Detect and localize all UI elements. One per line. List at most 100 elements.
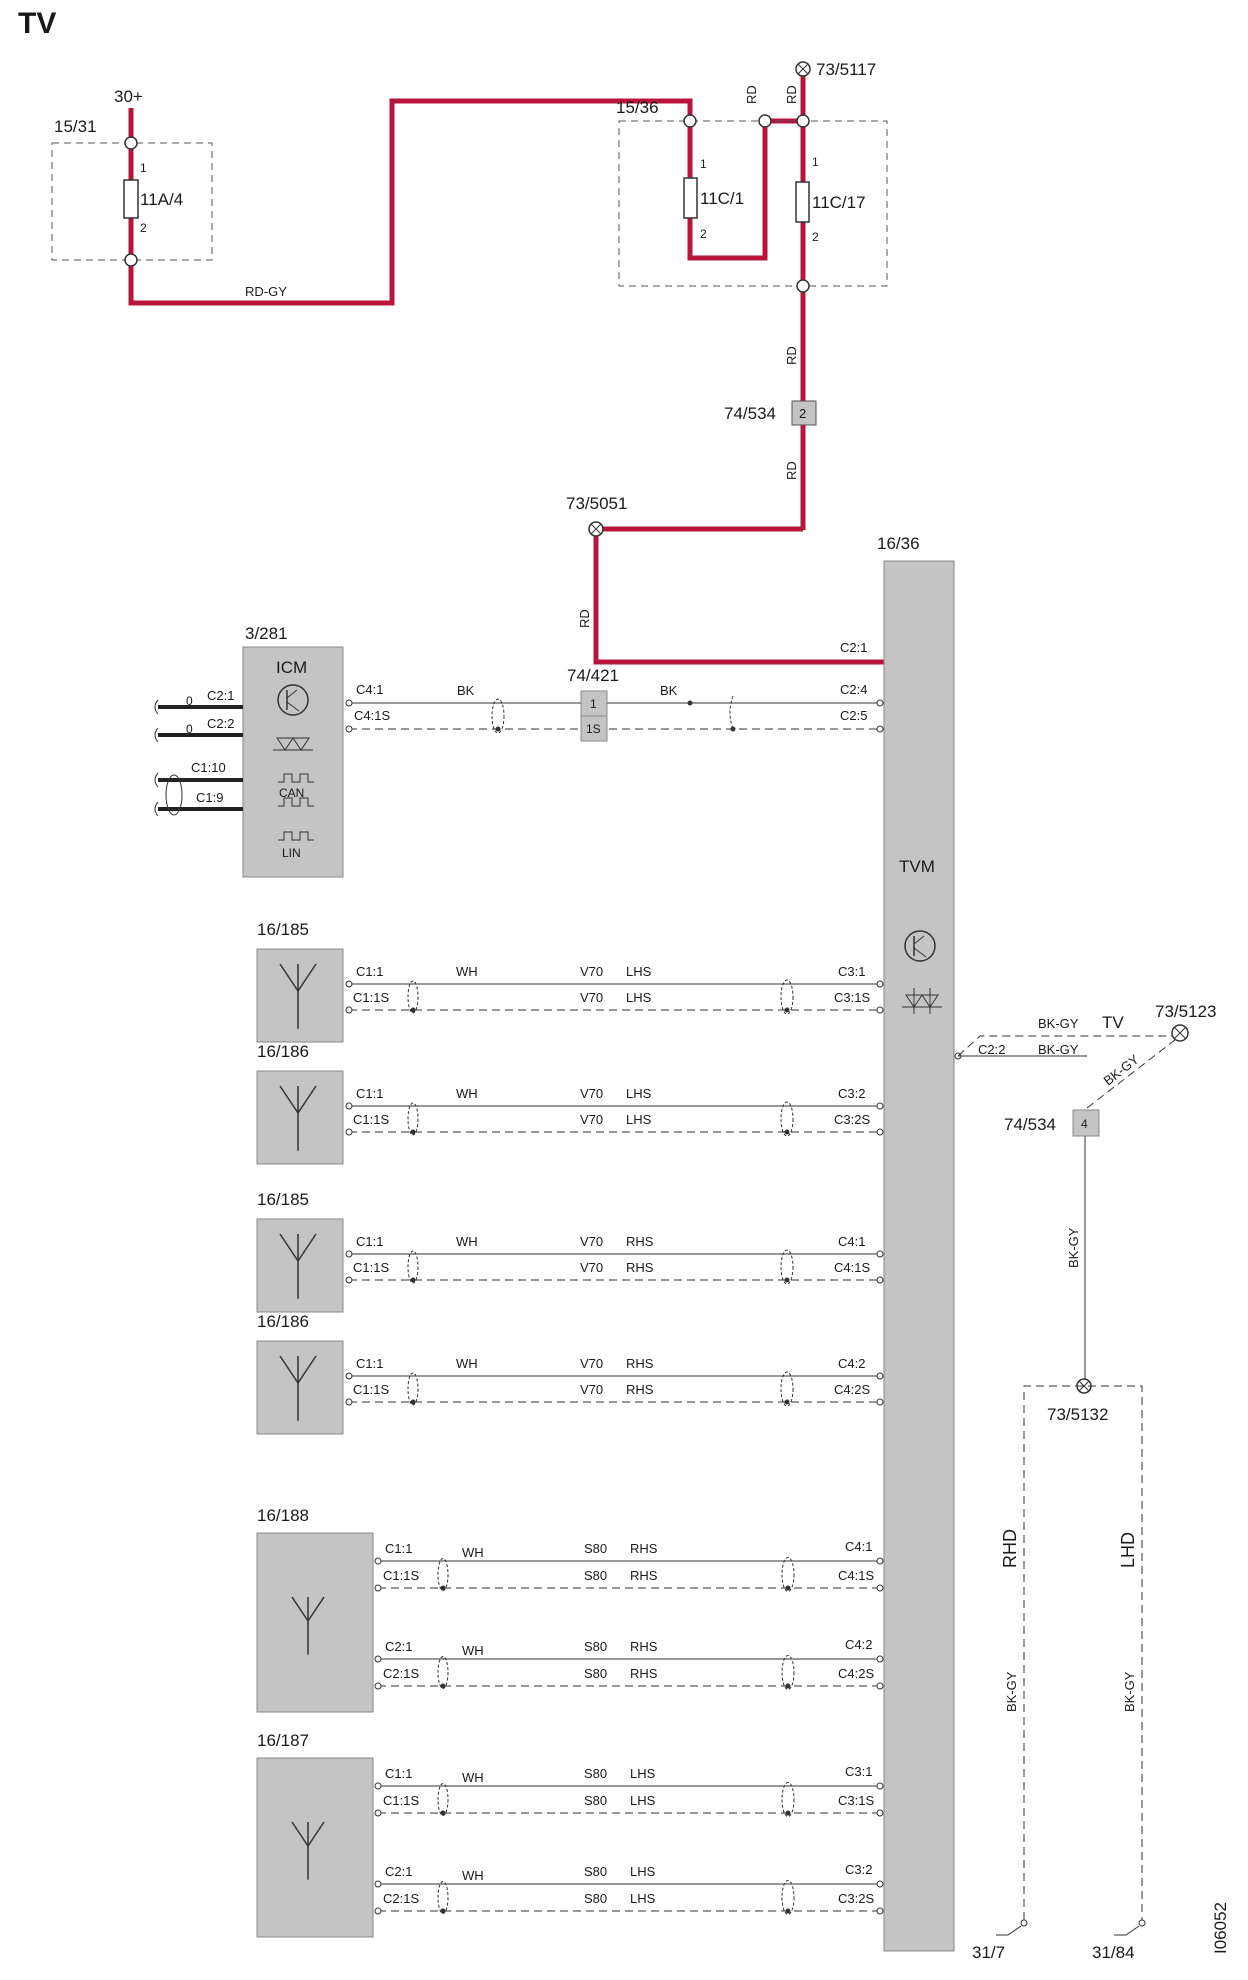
- connector-74-534-pin2-label: 2: [799, 406, 806, 421]
- terminal-dot: [876, 699, 884, 707]
- terminal-dot: [876, 1557, 884, 1565]
- tvm-pin-label: C3:2: [845, 1862, 872, 1877]
- transistor-icon: [904, 930, 936, 962]
- wire-break-icon: [154, 699, 159, 715]
- twisted-pair-icon: [165, 774, 183, 816]
- terminal-dot: [345, 699, 353, 707]
- shield-dot: [410, 1129, 416, 1135]
- ground-wire-label-3: BK-GY: [1101, 1051, 1142, 1088]
- ground-terminal-31-84: [1138, 1919, 1146, 1927]
- ground-branch-wires: [1023, 1385, 1143, 1920]
- tvm-body: [883, 560, 955, 1952]
- fuse-a-label: 11A/4: [140, 190, 183, 209]
- model-label: S80: [584, 1766, 607, 1781]
- shield-dot: [785, 1908, 791, 1914]
- fuse-box-b: [618, 120, 888, 287]
- model-label: S80: [584, 1891, 607, 1906]
- wire-break-icon: [154, 727, 159, 743]
- shield-icon: [780, 1371, 794, 1407]
- wire-color-label: WH: [462, 1770, 484, 1785]
- tvm-pin-label: C4:2: [845, 1637, 872, 1652]
- wire-color-label: WH: [456, 964, 478, 979]
- fuse-b-label: 11C/1: [700, 189, 744, 208]
- terminal-dot: [345, 1276, 353, 1284]
- antenna-icon: [307, 1596, 325, 1622]
- connector-74-421-label: 74/421: [567, 666, 619, 685]
- side-label: RHS: [630, 1568, 658, 1583]
- fuse-b-pin1: 1: [700, 157, 707, 171]
- model-label: V70: [580, 1112, 603, 1127]
- antenna-icon: [297, 1233, 317, 1262]
- shield-dot: [410, 1277, 416, 1283]
- tvm-module: 16/36 TVM C2:1 C2:4 C2:5 C2:2: [840, 534, 1005, 1952]
- antenna-icon: [279, 1355, 299, 1384]
- model-label: V70: [580, 1260, 603, 1275]
- fuse-b-terminal: [683, 114, 697, 128]
- antenna-pin-label: C2:1S: [383, 1891, 419, 1906]
- terminal-dot: [876, 980, 884, 988]
- fuse-c-symbol: [795, 181, 810, 223]
- antenna-pin-label: C1:1S: [353, 1382, 389, 1397]
- tvm-pin-label: C4:1S: [838, 1568, 874, 1583]
- splice-5051-label: 73/5051: [566, 494, 627, 513]
- terminal-dot: [345, 1128, 353, 1136]
- terminal-dot: [345, 1372, 353, 1380]
- tvm-pin-c2-1: C2:1: [840, 640, 867, 655]
- icm-pin-c1-9: C1:9: [196, 790, 223, 805]
- terminal-dot: [876, 1907, 884, 1915]
- wire-color-label: WH: [456, 1086, 478, 1101]
- shield-dot: [784, 1007, 790, 1013]
- shield-icon: [780, 1101, 794, 1137]
- wire-color-label: WH: [456, 1356, 478, 1371]
- shield-dot: [410, 1007, 416, 1013]
- icm-id-label: 3/281: [245, 624, 288, 643]
- terminal-dot: [876, 1880, 884, 1888]
- model-label: S80: [584, 1864, 607, 1879]
- rhd-label: RHD: [1000, 1529, 1020, 1568]
- connector-74-534-label: 74/534: [724, 404, 776, 423]
- icm-body: [242, 646, 344, 878]
- ground-tv-label: TV: [1102, 1013, 1124, 1032]
- fuse-a-terminal-bottom: [124, 253, 138, 267]
- tvm-pin-label: C4:2S: [834, 1382, 870, 1397]
- shield-dot: [730, 726, 736, 732]
- terminal-dot: [374, 1782, 382, 1790]
- wire-color-label: WH: [462, 1545, 484, 1560]
- terminal-dot: [374, 1880, 382, 1888]
- shield-icon: [491, 698, 505, 734]
- tvm-id-label: 16/36: [877, 534, 920, 553]
- wire-bk-label-1: BK: [457, 683, 475, 698]
- figure-id-label: I06052: [1211, 1902, 1230, 1954]
- fuse-c-pin2: 2: [812, 230, 819, 244]
- terminal-dot: [876, 1682, 884, 1690]
- wire-bk-label-2: BK: [660, 683, 678, 698]
- fuse-box-a-label: 15/31: [54, 117, 97, 136]
- side-label: RHS: [626, 1234, 654, 1249]
- power-source-label: 30+: [114, 87, 143, 106]
- antenna-icon: [297, 1355, 317, 1384]
- connector-74-534-pin4-label: 4: [1081, 1117, 1088, 1131]
- shield-icon: [780, 1249, 794, 1285]
- antenna-pin-label: C1:1: [356, 1234, 383, 1249]
- shield-icon: [781, 1782, 795, 1817]
- antenna-pin-label: C1:1S: [353, 1112, 389, 1127]
- fuse-c-terminal-top: [796, 114, 810, 128]
- fuse-box-a: [51, 142, 213, 261]
- tvm-pin-label: C4:1: [838, 1234, 865, 1249]
- ground-31-84-label: 31/84: [1092, 1943, 1135, 1962]
- zero-label-2: 0: [186, 722, 193, 736]
- wire-dot: [687, 700, 693, 706]
- tvm-pin-c2-2: C2:2: [978, 1042, 1005, 1057]
- fuse-b-symbol: [683, 177, 698, 219]
- model-label: V70: [580, 1356, 603, 1371]
- ground-wire-diag: [1086, 1035, 1181, 1109]
- antenna-pin-label: C1:1S: [383, 1793, 419, 1808]
- connector-74-421-pin1: 1: [590, 697, 597, 711]
- ground-section: BK-GY TV BK-GY BK-GY 73/5123 4 74/534 BK…: [954, 1002, 1230, 1962]
- shield-dot: [785, 1585, 791, 1591]
- antenna-pin-label: C2:1S: [383, 1666, 419, 1681]
- antenna-icon: [279, 1085, 299, 1114]
- lin-signal-icon: [278, 831, 314, 841]
